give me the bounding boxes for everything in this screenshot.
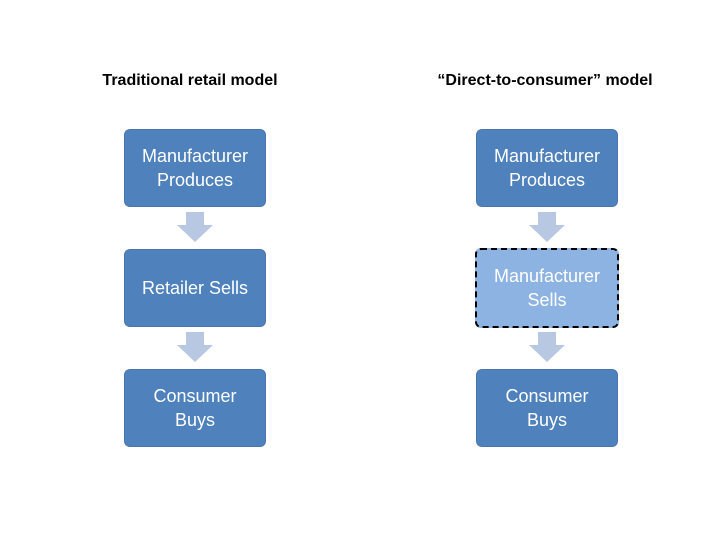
left-down-arrow-2 [177, 332, 213, 362]
right-box-label-3: Consumer Buys [505, 386, 589, 430]
left-box-label-2: Retailer Sells [141, 278, 249, 298]
down-arrow-icon [529, 212, 565, 242]
right-box-manufacturer-produces: Manufacturer Produces [476, 129, 618, 207]
left-column-title: Traditional retail model [102, 72, 278, 89]
left-box-label-1: Manufacturer Produces [141, 146, 249, 190]
left-box-retailer-sells: Retailer Sells [124, 249, 266, 327]
left-down-arrow-1 [177, 212, 213, 242]
down-arrow-icon [529, 332, 565, 362]
right-box-label-2: Manufacturer Sells [493, 266, 601, 310]
right-box-manufacturer-sells: Manufacturer Sells [475, 248, 619, 328]
right-box-label-1: Manufacturer Produces [493, 146, 601, 190]
right-column-title: “Direct-to-consumer” model [437, 72, 653, 89]
down-arrow-icon [177, 212, 213, 242]
left-box-label-3: Consumer Buys [153, 386, 237, 430]
down-arrow-icon [177, 332, 213, 362]
right-down-arrow-2 [529, 332, 565, 362]
right-box-consumer-buys: Consumer Buys [476, 369, 618, 447]
left-box-consumer-buys: Consumer Buys [124, 369, 266, 447]
right-down-arrow-1 [529, 212, 565, 242]
left-box-manufacturer-produces: Manufacturer Produces [124, 129, 266, 207]
